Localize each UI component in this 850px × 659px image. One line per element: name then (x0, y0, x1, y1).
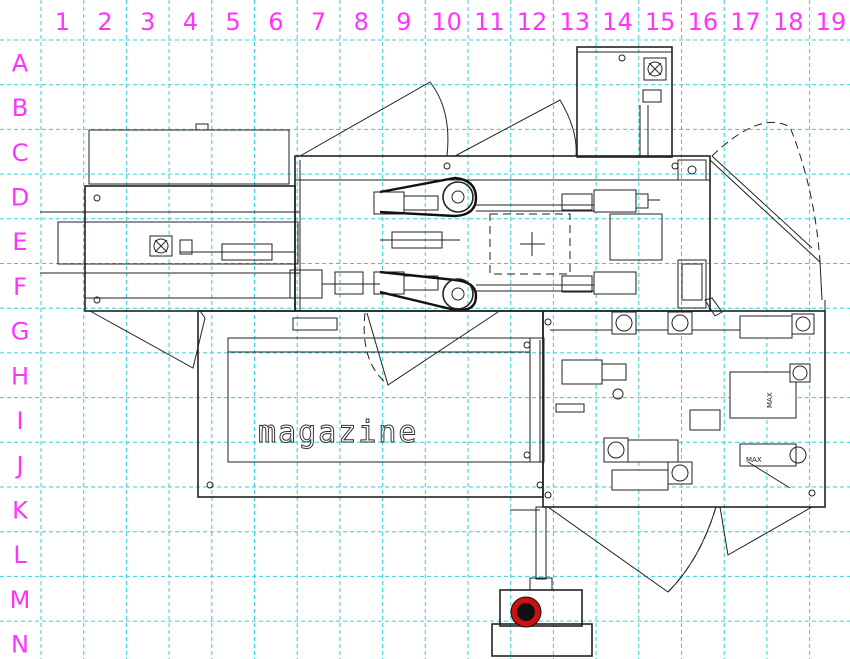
bottom-guard-right (719, 506, 813, 556)
cover-handle (195, 123, 209, 131)
grid-column-label: 1 (55, 8, 70, 36)
grid-column-label: 2 (97, 8, 112, 36)
grid-row-label: C (12, 139, 29, 167)
magazine-label: magazine (258, 415, 419, 450)
grid-row-label: F (13, 273, 27, 301)
left-cover-box (88, 129, 290, 185)
grid-row-label: M (10, 586, 31, 614)
bottom-guard-left (547, 506, 717, 593)
grid-row-label: L (13, 541, 27, 569)
magazine-frame (197, 310, 544, 498)
lower-belt-assembly (289, 269, 637, 312)
grid-column-label: 15 (645, 8, 676, 36)
grid-row-label: B (12, 94, 28, 122)
grid-column-label: 19 (816, 8, 847, 36)
lower-mid-guard (366, 311, 499, 386)
emergency-stop-icon (510, 596, 542, 628)
grid-column-label: 8 (354, 8, 369, 36)
main-frame (294, 155, 711, 312)
grid-column-label: 5 (226, 8, 241, 36)
control-pedestal (499, 589, 583, 627)
machine-layout: magazine (40, 46, 826, 657)
grid-column-label: 14 (602, 8, 633, 36)
grid-column-label: 4 (183, 8, 198, 36)
grid-row-label: E (12, 228, 27, 256)
grid-column-label: 12 (517, 8, 548, 36)
upper-guard-door-right (454, 99, 577, 157)
grid-row-label: A (12, 49, 29, 77)
grid-row-label: J (14, 452, 23, 480)
grid-column-label: 18 (773, 8, 804, 36)
motor-tag-2: MAX (746, 456, 762, 464)
grid-column-label: 11 (474, 8, 505, 36)
lower-left-guard (89, 310, 206, 369)
grid-column-label: 16 (688, 8, 719, 36)
fan-icon (149, 235, 173, 257)
infeed-channel (57, 221, 299, 265)
magazine-area (227, 337, 545, 463)
grid-column-label: 9 (396, 8, 411, 36)
grid-column-label: 17 (730, 8, 761, 36)
control-cabinet (576, 46, 673, 158)
grid-column-label: 13 (559, 8, 590, 36)
fan-icon (643, 57, 667, 81)
infeed-frame (84, 185, 296, 312)
right-guard-door (711, 121, 821, 263)
grid-column-label: 10 (431, 8, 462, 36)
grid-column-label: 6 (268, 8, 283, 36)
grid-column-label: 3 (140, 8, 155, 36)
grid-row-label: N (11, 630, 29, 658)
upper-guard-door-left (299, 81, 449, 157)
grid-row-label: H (11, 362, 29, 390)
upper-belt-assembly (373, 176, 660, 218)
grid-row-label: K (12, 496, 29, 524)
grid-row-label: D (11, 183, 29, 211)
grid-column-label: 7 (311, 8, 326, 36)
drive-motors (561, 311, 815, 491)
grid-row-label: G (11, 318, 30, 346)
grid-row-label: I (16, 407, 23, 435)
motor-tag-1: MAX (766, 392, 774, 408)
